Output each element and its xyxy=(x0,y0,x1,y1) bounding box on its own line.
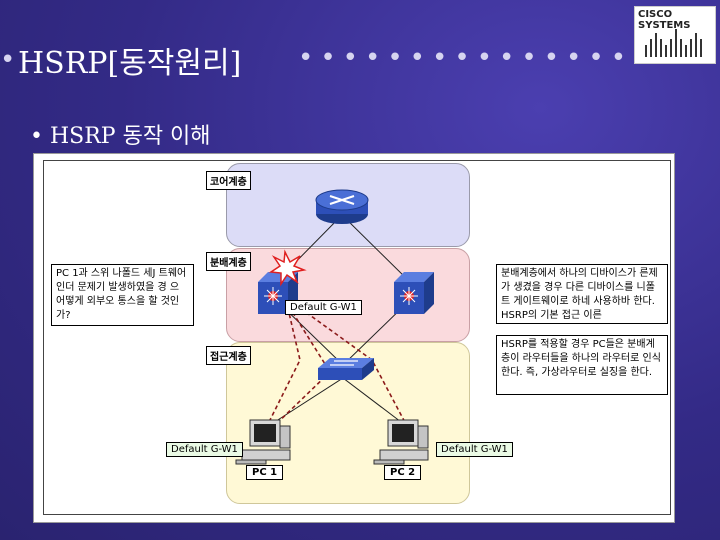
logo-text: CISCO SYSTEMS xyxy=(638,9,691,31)
core-layer-label: 코어계층 xyxy=(206,171,251,190)
pc2-label: PC 2 xyxy=(384,465,422,480)
distribution-layer-label: 분배계층 xyxy=(206,252,251,271)
default-gateway-label: Default G-W1 xyxy=(285,300,362,315)
slide-title: HSRP[동작원리] xyxy=(18,46,242,81)
logo-bars-icon xyxy=(645,29,702,57)
pc1-gateway-label: Default G-W1 xyxy=(166,442,243,457)
diagram-frame xyxy=(43,160,671,515)
left-question-note: PC 1과 스위 나폴드 세J 트웨어인더 문제기 발생하였을 경 으 어떻게 … xyxy=(51,264,194,326)
pc-icon xyxy=(235,419,291,465)
hsrp-concept-note: 분배계층에서 하나의 디바이스가 른제가 생겼을 경우 다른 디바이스를 니폴트… xyxy=(496,264,668,324)
title-dots-left: •• xyxy=(0,50,18,70)
access-layer-label: 접근계층 xyxy=(206,346,251,365)
pc2-gateway-label: Default G-W1 xyxy=(436,442,513,457)
pc1-label: PC 1 xyxy=(246,465,284,480)
router-icon xyxy=(315,189,369,224)
hsrp-virtual-router-note: HSRP를 적용할 경우 PC들은 분배계층이 라우터들을 하나의 라우터로 인… xyxy=(496,335,668,395)
cisco-logo: CISCO SYSTEMS xyxy=(634,6,716,64)
switch-icon xyxy=(318,358,374,380)
pc-icon xyxy=(373,419,429,465)
bullet-point: • HSRP 동작 이해 xyxy=(30,124,211,149)
multilayer-switch-icon xyxy=(394,272,434,314)
title-dots: ••••••••••••••••••••••••• xyxy=(298,48,643,68)
fault-burst-icon xyxy=(268,249,307,287)
